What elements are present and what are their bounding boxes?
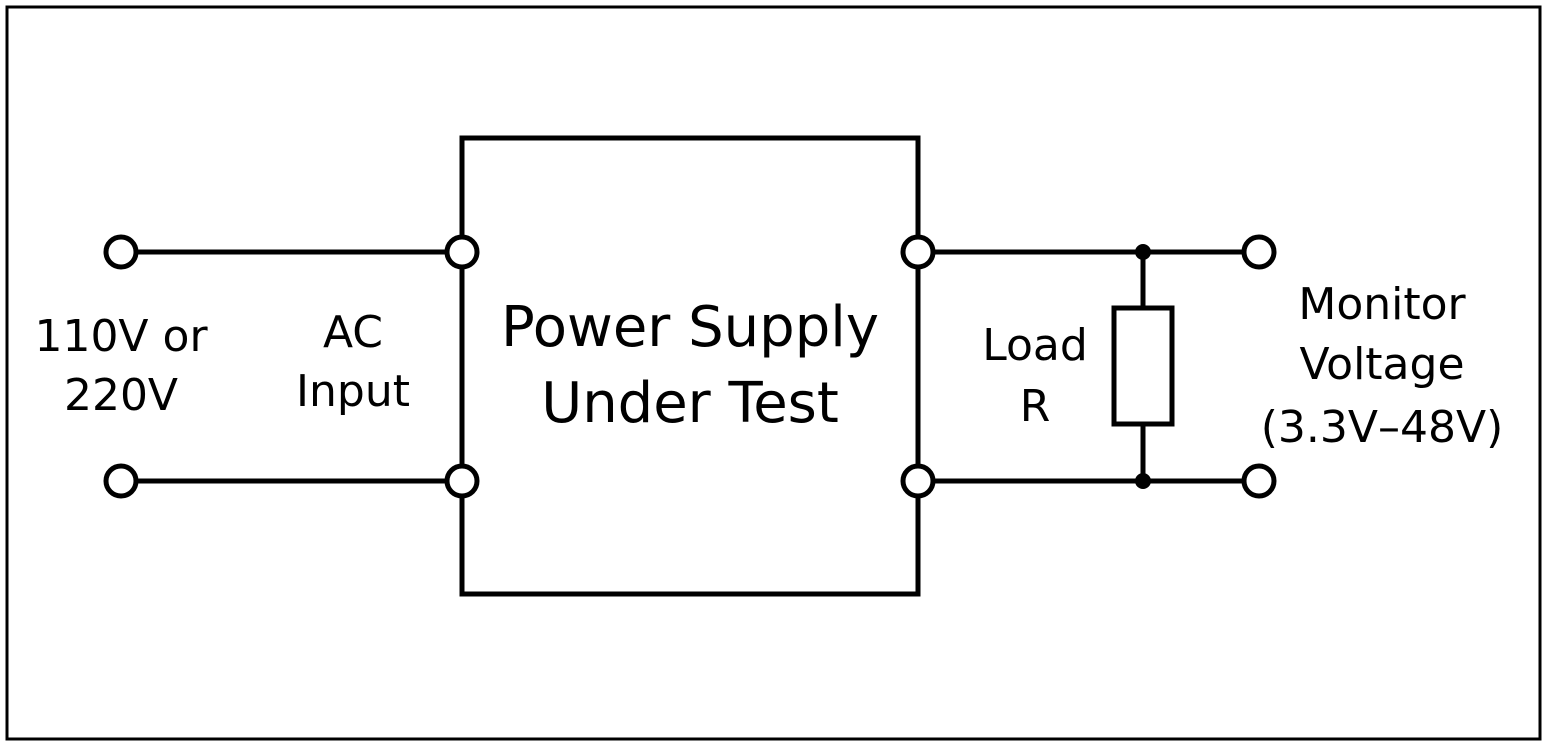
source-terminal-bottom <box>103 463 139 499</box>
junction-dot-top <box>1135 244 1151 260</box>
load-label-line-2: R <box>1020 381 1051 432</box>
outer-frame <box>5 5 1542 741</box>
ac-input-label-line-1: AC <box>323 307 383 358</box>
input-terminal-top <box>444 234 480 270</box>
source-terminal-top <box>103 234 139 270</box>
power-supply-box <box>459 135 921 597</box>
output-terminal-bottom <box>900 463 936 499</box>
load-label-line-1: Load <box>982 320 1088 371</box>
input-terminal-bottom <box>444 463 480 499</box>
psu-title-line-2: Under Test <box>541 371 839 436</box>
monitor-label-line-3: (3.3V–48V) <box>1261 402 1504 453</box>
monitor-terminal-top <box>1241 234 1277 270</box>
monitor-terminal-bottom <box>1241 463 1277 499</box>
source-voltage-label-line-2: 220V <box>64 370 178 421</box>
monitor-label-line-2: Voltage <box>1299 339 1464 390</box>
source-voltage-label-line-1: 110V or <box>34 311 208 362</box>
load-resistor <box>1111 305 1175 427</box>
junction-dot-bottom <box>1135 473 1151 489</box>
monitor-label-line-1: Monitor <box>1298 279 1466 330</box>
ac-input-label-line-2: Input <box>296 366 410 417</box>
psu-title-line-1: Power Supply <box>501 295 879 360</box>
output-terminal-top <box>900 234 936 270</box>
